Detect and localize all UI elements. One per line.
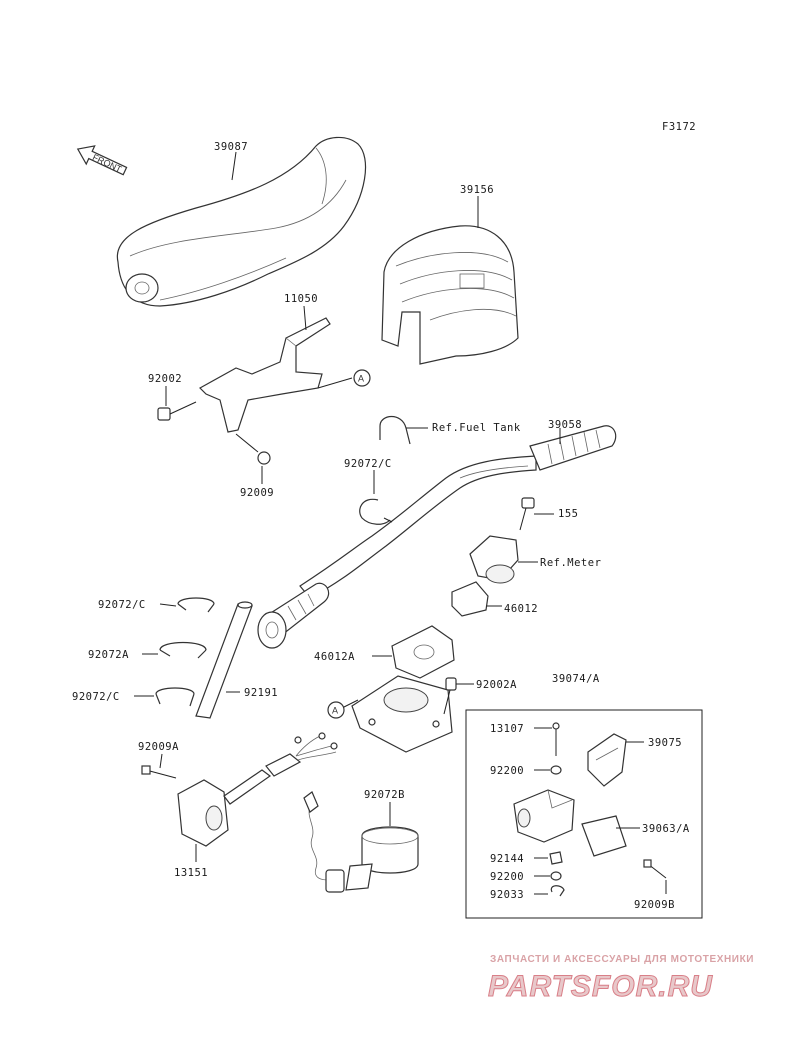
figure-code: F3172 — [662, 121, 696, 133]
label-92009b: 92009B — [634, 899, 675, 911]
part-92009b-screw[interactable] — [643, 859, 667, 879]
part-39075-lever[interactable] — [587, 733, 627, 787]
label-39074a: 39074/A — [552, 673, 600, 685]
part-11050-bracket[interactable] — [199, 317, 331, 433]
label-92072c-l1: 92072/C — [98, 599, 146, 611]
part-92072a-clamp[interactable] — [159, 641, 207, 659]
label-13107: 13107 — [490, 723, 524, 735]
label-92002a: 92002A — [476, 679, 517, 691]
label-13151: 13151 — [174, 867, 208, 879]
label-92009a: 92009A — [138, 741, 179, 753]
part-meter-bracket[interactable] — [469, 535, 519, 584]
part-92033-circlip[interactable] — [550, 885, 565, 897]
label-46012: 46012 — [504, 603, 538, 615]
part-13151-switch[interactable] — [177, 732, 338, 847]
part-46012a-holder[interactable] — [391, 625, 455, 679]
part-handle-pole-base[interactable] — [351, 675, 453, 753]
front-arrow-icon: FRONT — [76, 145, 128, 176]
label-92072c-top: 92072/C — [344, 458, 392, 470]
part-39063a-cover[interactable] — [581, 815, 627, 857]
part-92072c-clamp-left-1[interactable] — [177, 597, 215, 613]
label-92072c-l2: 92072/C — [72, 691, 120, 703]
svg-text:A: A — [332, 706, 338, 716]
svg-text:A: A — [358, 374, 364, 384]
label-39156: 39156 — [460, 184, 494, 196]
part-92002a-bolt[interactable] — [443, 677, 457, 715]
label-92144: 92144 — [490, 853, 524, 865]
label-ref-fuel-tank: Ref.Fuel Tank — [432, 422, 521, 434]
watermark-logo: PARTSFOR.RU — [488, 970, 713, 1003]
part-92144-spring[interactable] — [549, 851, 563, 865]
part-92009a-bolt[interactable] — [141, 765, 177, 779]
callout-a-bottom: A — [327, 701, 345, 719]
part-92200-washer-2[interactable] — [550, 871, 562, 881]
callout-a-top: A — [353, 369, 371, 387]
label-92200-2: 92200 — [490, 871, 524, 883]
part-92009-bolt[interactable] — [235, 433, 271, 465]
part-13107-pin[interactable] — [552, 722, 560, 756]
label-92200-1: 92200 — [490, 765, 524, 777]
label-39063a: 39063/A — [642, 823, 690, 835]
label-11050: 11050 — [284, 293, 318, 305]
front-label: FRONT — [91, 152, 124, 174]
label-46012a: 46012A — [314, 651, 355, 663]
label-155: 155 — [558, 508, 578, 520]
part-92200-washer-1[interactable] — [550, 765, 562, 775]
label-92002: 92002 — [148, 373, 182, 385]
part-fuel-hose[interactable] — [379, 415, 411, 445]
label-92009: 92009 — [240, 487, 274, 499]
watermark-tagline: ЗАПЧАСТИ И АКСЕССУАРЫ ДЛЯ МОТОТЕХНИКИ — [490, 954, 754, 965]
label-39075: 39075 — [648, 737, 682, 749]
part-39087-cover[interactable] — [116, 136, 367, 307]
part-92072c-clamp-left-2[interactable] — [155, 687, 195, 707]
label-92072a: 92072A — [88, 649, 129, 661]
part-155-screw[interactable] — [519, 497, 535, 531]
part-throttle-housing[interactable] — [513, 789, 575, 843]
part-lanyard-cord[interactable] — [303, 791, 345, 893]
part-39156-pad[interactable] — [381, 225, 519, 365]
label-39087: 39087 — [214, 141, 248, 153]
detail-inset-box: 13107 39075 92200 39063/A 92144 — [465, 709, 703, 919]
label-ref-meter: Ref.Meter — [540, 557, 601, 569]
part-92072c-clamp-bar[interactable] — [359, 498, 393, 525]
part-92002-bolt[interactable] — [157, 401, 197, 421]
part-92072b-band[interactable] — [345, 826, 419, 891]
label-39058: 39058 — [548, 419, 582, 431]
right-grip[interactable] — [529, 425, 617, 471]
label-92072b: 92072B — [364, 789, 405, 801]
part-39058-handlebar[interactable] — [257, 425, 617, 649]
part-92191-tube[interactable] — [195, 601, 253, 719]
label-92033: 92033 — [490, 889, 524, 901]
left-grip[interactable] — [257, 582, 330, 649]
label-92191: 92191 — [244, 687, 278, 699]
part-46012-holder[interactable] — [451, 581, 489, 617]
